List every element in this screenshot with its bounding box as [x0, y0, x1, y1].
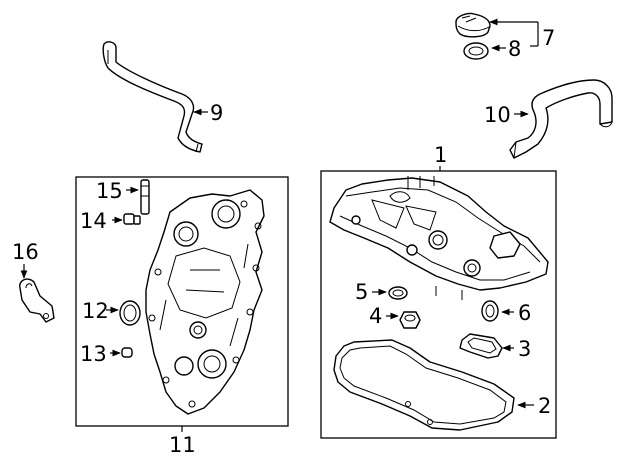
callout-8: 8 [508, 37, 521, 61]
callout-3: 3 [518, 337, 531, 361]
callout-1: 1 [434, 143, 447, 167]
bracket-16 [19, 278, 55, 323]
callout-12: 12 [82, 299, 109, 323]
callout-10: 10 [484, 103, 511, 127]
callout-4: 4 [369, 304, 382, 328]
valve-cover-box [320, 170, 557, 439]
gasket-3 [459, 333, 503, 359]
callout-13: 13 [80, 342, 107, 366]
seal-5 [388, 286, 408, 300]
valve-cover-1 [329, 176, 549, 300]
callout-14: 14 [80, 209, 107, 233]
plug-13 [121, 347, 133, 358]
bolt-14 [123, 213, 141, 225]
callout-11: 11 [169, 433, 196, 457]
breather-tube-9 [102, 41, 203, 153]
leaders-7-8 [489, 18, 539, 52]
seal-12 [119, 300, 141, 326]
callout-6: 6 [518, 301, 531, 325]
stud-4 [399, 311, 421, 329]
pcv-hose-10 [509, 79, 613, 159]
callout-16: 16 [12, 240, 39, 264]
seal-6 [481, 300, 499, 322]
callout-7: 7 [542, 26, 555, 50]
callout-9: 9 [210, 101, 223, 125]
cap-seal-8 [463, 42, 489, 60]
stud-15 [140, 179, 150, 215]
timing-cover-11 [145, 189, 265, 415]
callout-15: 15 [96, 179, 123, 203]
cover-gasket-2 [333, 339, 515, 431]
callout-5: 5 [355, 280, 368, 304]
oil-filler-cap-7 [455, 12, 491, 38]
callout-2: 2 [538, 394, 551, 418]
